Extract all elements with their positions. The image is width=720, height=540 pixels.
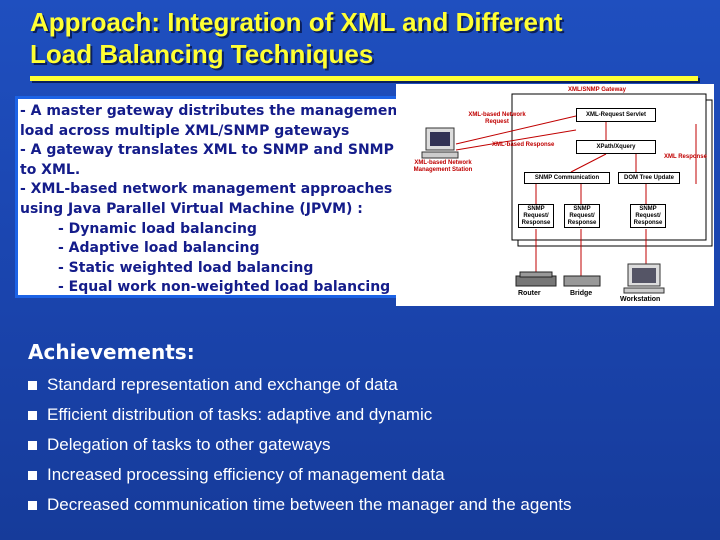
sub-item: - Equal work non-weighted load balancing xyxy=(58,279,391,296)
text-line: - A gateway translates XML to SNMP and S… xyxy=(20,142,394,159)
manager-label: XML-based Network Management Station xyxy=(413,160,473,173)
gateway-architecture-diagram: XML/SNMP Gateway XML-based Network Reque… xyxy=(396,84,714,306)
list-item-text: Decreased communication time between the… xyxy=(47,495,572,514)
bridge-label: Bridge xyxy=(570,290,593,297)
diagram-lines xyxy=(421,93,713,294)
router-label: Router xyxy=(518,290,541,297)
list-item: Standard representation and exchange of … xyxy=(28,370,571,400)
text-line: using Java Parallel Virtual Machine (JPV… xyxy=(20,200,363,217)
achievements-list: Standard representation and exchange of … xyxy=(28,370,571,520)
request-label: XML-based Network Request xyxy=(468,112,526,125)
xml-response-label: XML Response xyxy=(664,154,707,160)
list-item-text: Delegation of tasks to other gateways xyxy=(47,435,331,454)
snmp-box-3: SNMP Request/ Response xyxy=(630,204,666,228)
approach-textbox: - A master gateway distributes the manag… xyxy=(15,96,425,298)
list-item-text: Efficient distribution of tasks: adaptiv… xyxy=(47,405,433,424)
slide-title: Approach: Integration of XML and Differe… xyxy=(30,6,710,70)
sub-item: - Adaptive load balancing xyxy=(58,240,260,257)
list-item: Decreased communication time between the… xyxy=(28,490,571,520)
text-line: to XML. xyxy=(20,161,81,178)
list-item: Increased processing efficiency of manag… xyxy=(28,460,571,490)
response-label: XML-based Response xyxy=(492,142,555,148)
gateway-title: XML/SNMP Gateway xyxy=(568,87,626,93)
bullet-square-icon xyxy=(28,470,37,480)
snmp-communication-box: SNMP Communication xyxy=(524,172,610,184)
snmp-box-2: SNMP Request/ Response xyxy=(564,204,600,228)
slide-title-line2: Load Balancing Techniques xyxy=(30,39,374,69)
dom-tree-update-box: DOM Tree Update xyxy=(618,172,680,184)
text-line: - A master gateway distributes the manag… xyxy=(20,103,405,119)
text-line: load across multiple XML/SNMP gateways xyxy=(20,122,350,139)
title-underline xyxy=(30,76,698,81)
list-item-text: Increased processing efficiency of manag… xyxy=(47,465,445,484)
snmp-box-1: SNMP Request/ Response xyxy=(518,204,554,228)
sub-item: - Dynamic load balancing xyxy=(58,220,257,237)
bullet-square-icon xyxy=(28,440,37,450)
achievements-heading: Achievements: xyxy=(28,340,195,364)
bullet-square-icon xyxy=(28,380,37,390)
text-line: - XML-based network management approache… xyxy=(20,181,393,198)
slide-title-line1: Approach: Integration of XML and Differe… xyxy=(30,7,563,37)
bullet-square-icon xyxy=(28,410,37,420)
xml-request-servlet-box: XML-Request Servlet xyxy=(576,108,656,122)
list-item-text: Standard representation and exchange of … xyxy=(47,375,398,394)
workstation-label: Workstation xyxy=(620,296,661,303)
list-item: Delegation of tasks to other gateways xyxy=(28,430,571,460)
bullet-square-icon xyxy=(28,500,37,510)
sub-item: - Static weighted load balancing xyxy=(58,259,314,276)
xpath-query-box: XPath/Xquery xyxy=(576,140,656,154)
list-item: Efficient distribution of tasks: adaptiv… xyxy=(28,400,571,430)
